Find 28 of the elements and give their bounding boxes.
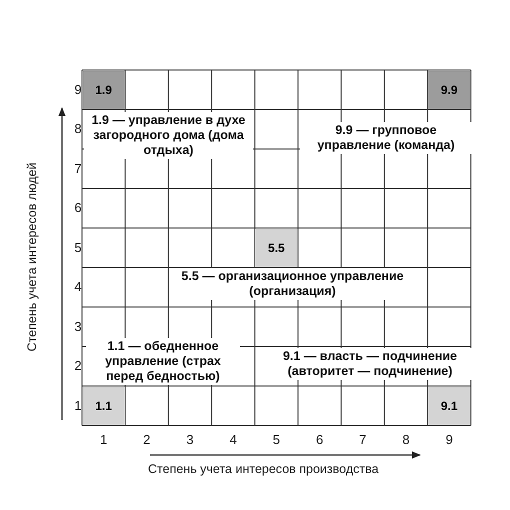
axis-tick-label: 9 — [444, 432, 454, 448]
axis-tick-label: 3 — [73, 318, 83, 335]
shaded-grid-cell: 1.1 — [82, 386, 125, 425]
axis-tick-label: 2 — [142, 432, 152, 448]
axis-tick-label: 9 — [73, 82, 83, 98]
style-description: 1.9 — управление в духе загородного дома (дома отдыха) — [84, 112, 253, 159]
axis-tick-label: 8 — [73, 121, 83, 138]
axis-tick-label: 1 — [73, 398, 83, 414]
axis-tick-label: 8 — [401, 432, 411, 448]
axis-tick-label: 5 — [272, 432, 281, 448]
axis-title: Степень учета интересов производства — [148, 462, 379, 476]
axis-tick-label: 1 — [98, 432, 108, 448]
axis-tick-label: 5 — [73, 240, 83, 256]
axis-tick-label: 4 — [228, 432, 238, 448]
axis-tick-label: 4 — [73, 279, 83, 296]
shaded-grid-cell: 1.9 — [82, 70, 125, 109]
axis-tick-label: 7 — [358, 432, 368, 448]
style-description: 1.1 — обедненное управление (страх перед бедностью) — [86, 338, 240, 385]
shaded-grid-cell: 9.1 — [428, 386, 470, 425]
axis-title: Степень учета интересов людей — [25, 162, 39, 354]
axis-tick-label: 6 — [73, 200, 83, 216]
shaded-grid-cell: 9.9 — [428, 70, 470, 109]
style-description: 9.9 — групповое управление (команда) — [300, 122, 472, 154]
axis-tick-label: 6 — [314, 432, 324, 448]
axis-tick-label: 2 — [73, 358, 83, 374]
shaded-grid-cell: 5.5 — [255, 228, 298, 267]
axis-tick-label: 7 — [73, 160, 83, 177]
axis-tick-label: 3 — [185, 432, 195, 448]
